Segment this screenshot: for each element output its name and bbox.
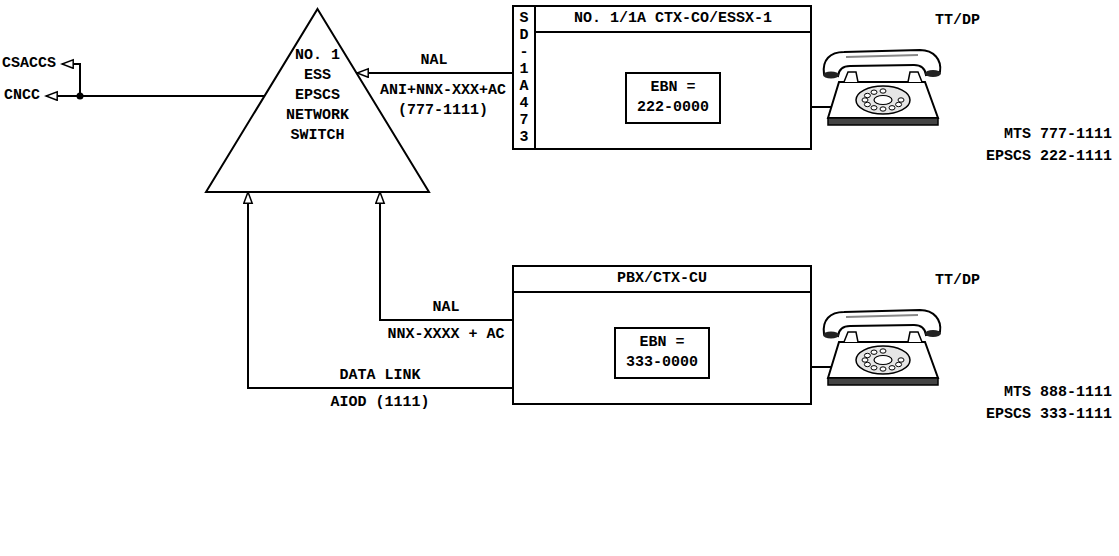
central-office-box: SD-1A473EBN = 222-0000 NO. 1/1A CTX-CO/ES… <box>512 5 812 150</box>
telephone-illustration <box>823 310 941 385</box>
interface-strip: SD-1A473 <box>514 7 536 148</box>
telephone-illustration <box>823 50 941 125</box>
signal-connector <box>357 72 512 74</box>
annotation-label: EPSCS 222-1111 <box>986 148 1112 166</box>
annotation-label: EPSCS 333-1111 <box>986 406 1112 424</box>
edge-label: NAL <box>418 52 449 70</box>
annotation-label: ANI+NNX-XXX+AC <box>380 82 506 100</box>
switch-triangle: NO. 1 ESS EPSCS NETWORK SWITCH <box>205 8 430 193</box>
signal-connector <box>248 192 512 388</box>
annotation-label: TT/DP <box>935 12 980 30</box>
node-label: EBN = 222-0000 <box>634 78 711 118</box>
edge-label: NAL <box>430 299 461 317</box>
annotation-label: (777-1111) <box>398 102 488 120</box>
node-label: NO. 1/1A CTX-CO/ESSX-1 <box>536 7 810 33</box>
annotation-label: AIOD (1111) <box>330 394 429 412</box>
phone-cord <box>812 366 831 368</box>
node-label: EBN = 333-0000 <box>623 333 700 373</box>
annotation-label: TT/DP <box>935 272 980 290</box>
node-label: NO. 1 ESS EPSCS NETWORK SWITCH <box>284 46 352 146</box>
pbx-box: EBN = 333-0000 PBX/CTX-CU <box>512 265 812 405</box>
annotation-label: CSACCS <box>2 55 56 73</box>
annotation-label: NNX-XXXX + AC <box>387 326 504 344</box>
annotation-label: MTS 888-1111 <box>1004 384 1112 402</box>
junction-dot <box>77 93 84 100</box>
output-arrow <box>62 64 80 96</box>
node-label: PBX/CTX-CU <box>514 267 810 293</box>
edge-label: DATA LINK <box>337 367 422 385</box>
phone-cord <box>812 106 831 108</box>
ebn-box: EBN = 222-0000 <box>625 72 721 124</box>
node-label: SD-1A473 <box>520 10 529 146</box>
annotation-label: MTS 777-1111 <box>1004 126 1112 144</box>
annotation-label: CNCC <box>4 87 40 105</box>
triangle-outline <box>206 9 429 192</box>
signal-connector <box>380 192 512 320</box>
ebn-box: EBN = 333-0000 <box>614 327 710 379</box>
